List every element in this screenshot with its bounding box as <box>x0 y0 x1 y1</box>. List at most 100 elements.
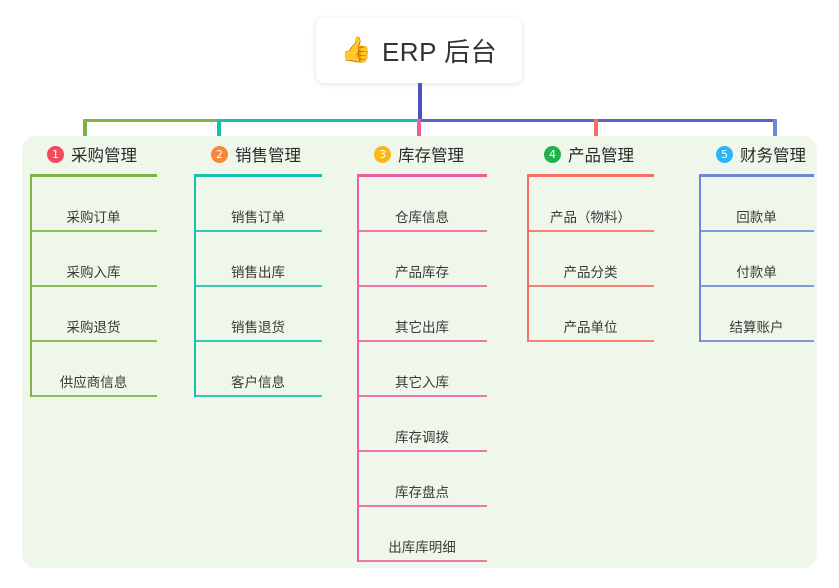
list-item-label: 回款单 <box>736 210 777 225</box>
list-item[interactable]: 产品分类 <box>527 232 654 287</box>
column-body-1: 采购订单采购入库采购退货供应商信息 <box>30 177 157 397</box>
column-spine-4 <box>527 177 529 342</box>
list-item-label: 采购入库 <box>66 265 121 280</box>
list-item-rule <box>357 505 487 507</box>
list-item-label: 付款单 <box>736 265 777 280</box>
list-item-label: 其它入库 <box>395 375 449 390</box>
list-item-label: 仓库信息 <box>395 210 449 225</box>
column-spine-1 <box>30 177 32 397</box>
list-item-rule <box>527 340 654 342</box>
diagram-panel <box>22 136 817 568</box>
column-title-1: 采购管理 <box>71 147 137 165</box>
list-item[interactable]: 结算账户 <box>699 287 814 342</box>
connector-stem-5 <box>773 119 777 150</box>
list-item[interactable]: 采购退货 <box>30 287 157 342</box>
list-item-rule <box>357 340 487 342</box>
column-badge-5: 5 <box>716 145 733 163</box>
list-item-label: 客户信息 <box>231 375 285 390</box>
column-header-1[interactable]: 1 采购管理 <box>30 140 175 168</box>
column-header-rule-3 <box>357 174 487 177</box>
column-3: 3 库存管理仓库信息产品库存其它出库其它入库库存调拨库存盘点出库库明细 <box>357 140 505 562</box>
list-item[interactable]: 采购订单 <box>30 177 157 232</box>
list-item-label: 库存调拨 <box>395 430 449 445</box>
list-item-rule <box>30 230 157 232</box>
list-item-rule <box>357 450 487 452</box>
column-spine-2 <box>194 177 196 397</box>
column-header-3[interactable]: 3 库存管理 <box>357 140 505 168</box>
list-item-rule <box>357 230 487 232</box>
list-item-label: 库存盘点 <box>395 485 449 500</box>
list-item-rule <box>30 340 157 342</box>
list-item-label: 销售出库 <box>231 265 285 280</box>
list-item[interactable]: 产品（物料） <box>527 177 654 232</box>
column-badge-2: 2 <box>211 145 228 163</box>
list-item[interactable]: 销售出库 <box>194 232 322 287</box>
column-body-2: 销售订单销售出库销售退货客户信息 <box>194 177 322 397</box>
page-title: ERP 后台 <box>381 37 498 67</box>
list-item-label: 结算账户 <box>729 320 784 335</box>
list-item[interactable]: 回款单 <box>699 177 814 232</box>
column-header-rule-4 <box>527 174 654 177</box>
list-item-label: 销售退货 <box>231 320 285 335</box>
column-spine-3 <box>357 177 359 562</box>
list-item[interactable]: 供应商信息 <box>30 342 157 397</box>
list-item-label: 供应商信息 <box>59 375 128 390</box>
list-item-rule <box>357 560 487 562</box>
thumbs-up-icon: 👍 <box>340 36 372 64</box>
list-item-rule <box>194 285 322 287</box>
list-item[interactable]: 客户信息 <box>194 342 322 397</box>
list-item[interactable]: 其它入库 <box>357 342 487 397</box>
connector-stem-2 <box>217 119 221 150</box>
column-body-3: 仓库信息产品库存其它出库其它入库库存调拨库存盘点出库库明细 <box>357 177 487 562</box>
column-badge-3: 3 <box>374 145 391 163</box>
list-item[interactable]: 付款单 <box>699 232 814 287</box>
list-item-label: 采购订单 <box>66 210 121 225</box>
connector-hbar-2 <box>218 119 418 122</box>
list-item-rule <box>194 395 322 397</box>
list-item-label: 产品（物料） <box>550 210 631 225</box>
column-header-2[interactable]: 2 销售管理 <box>194 140 340 168</box>
column-title-5: 财务管理 <box>740 147 806 165</box>
column-title-2: 销售管理 <box>235 147 301 165</box>
column-title-3: 库存管理 <box>398 147 464 165</box>
list-item-rule <box>527 230 654 232</box>
list-item-rule <box>357 395 487 397</box>
column-title-4: 产品管理 <box>568 147 634 165</box>
list-item-rule <box>30 285 157 287</box>
list-item[interactable]: 库存盘点 <box>357 452 487 507</box>
list-item-rule <box>194 340 322 342</box>
list-item[interactable]: 采购入库 <box>30 232 157 287</box>
column-spine-5 <box>699 177 701 342</box>
list-item[interactable]: 销售订单 <box>194 177 322 232</box>
list-item[interactable]: 仓库信息 <box>357 177 487 232</box>
list-item-rule <box>30 395 157 397</box>
list-item-label: 销售订单 <box>231 210 285 225</box>
column-1: 1 采购管理采购订单采购入库采购退货供应商信息 <box>30 140 175 397</box>
root-node-card: 👍 ERP 后台 <box>316 18 522 83</box>
list-item[interactable]: 产品库存 <box>357 232 487 287</box>
column-2: 2 销售管理销售订单销售出库销售退货客户信息 <box>194 140 340 397</box>
list-item-rule <box>527 285 654 287</box>
list-item-label: 产品单位 <box>563 320 618 335</box>
list-item[interactable]: 其它出库 <box>357 287 487 342</box>
column-badge-1: 1 <box>47 145 64 163</box>
column-header-5[interactable]: 5 财务管理 <box>699 140 832 168</box>
list-item-label: 出库库明细 <box>388 540 456 555</box>
list-item-label: 采购退货 <box>66 320 121 335</box>
list-item[interactable]: 库存调拨 <box>357 397 487 452</box>
list-item-rule <box>699 340 814 342</box>
list-item[interactable]: 出库库明细 <box>357 507 487 562</box>
connector-stem-1 <box>83 119 87 150</box>
list-item[interactable]: 销售退货 <box>194 287 322 342</box>
column-body-4: 产品（物料） 产品分类产品单位 <box>527 177 654 342</box>
column-body-5: 回款单付款单结算账户 <box>699 177 814 342</box>
list-item-rule <box>194 230 322 232</box>
column-header-rule-1 <box>30 174 157 177</box>
connector-stem-3 <box>417 119 421 150</box>
column-header-rule-2 <box>194 174 322 177</box>
connector-hbar-1 <box>84 119 218 122</box>
list-item-label: 产品分类 <box>563 265 618 280</box>
list-item[interactable]: 产品单位 <box>527 287 654 342</box>
